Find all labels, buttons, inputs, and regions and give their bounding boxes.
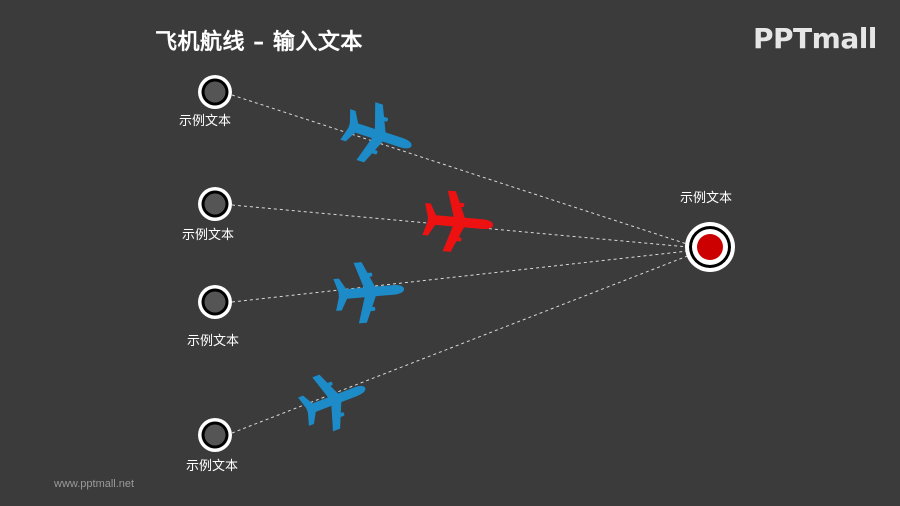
origin-node-1 — [198, 75, 232, 109]
footer-url: www.pptmall.net — [54, 478, 135, 490]
route-line-4 — [231, 254, 691, 434]
origin-node-3 — [198, 285, 232, 319]
origin-label-3: 示例文本 — [187, 334, 240, 349]
destination-node — [685, 222, 735, 272]
page-title: 飞机航线 – 输入文本 — [155, 30, 363, 55]
route-line-1 — [231, 94, 691, 246]
route-line-3 — [231, 250, 689, 303]
airplane-icon-4 — [293, 361, 376, 439]
origin-node-4 — [198, 418, 232, 452]
origin-node-2 — [198, 187, 232, 221]
pptmall-logo: PPTmall — [753, 22, 877, 55]
destination-label: 示例文本 — [680, 191, 733, 206]
airplane-icon-3 — [332, 258, 407, 326]
origin-label-2: 示例文本 — [182, 228, 235, 243]
airplane-icon-1 — [335, 95, 421, 175]
origin-label-4: 示例文本 — [186, 459, 239, 474]
origin-label-1: 示例文本 — [179, 114, 232, 129]
airplane-icon-2 — [421, 188, 496, 256]
